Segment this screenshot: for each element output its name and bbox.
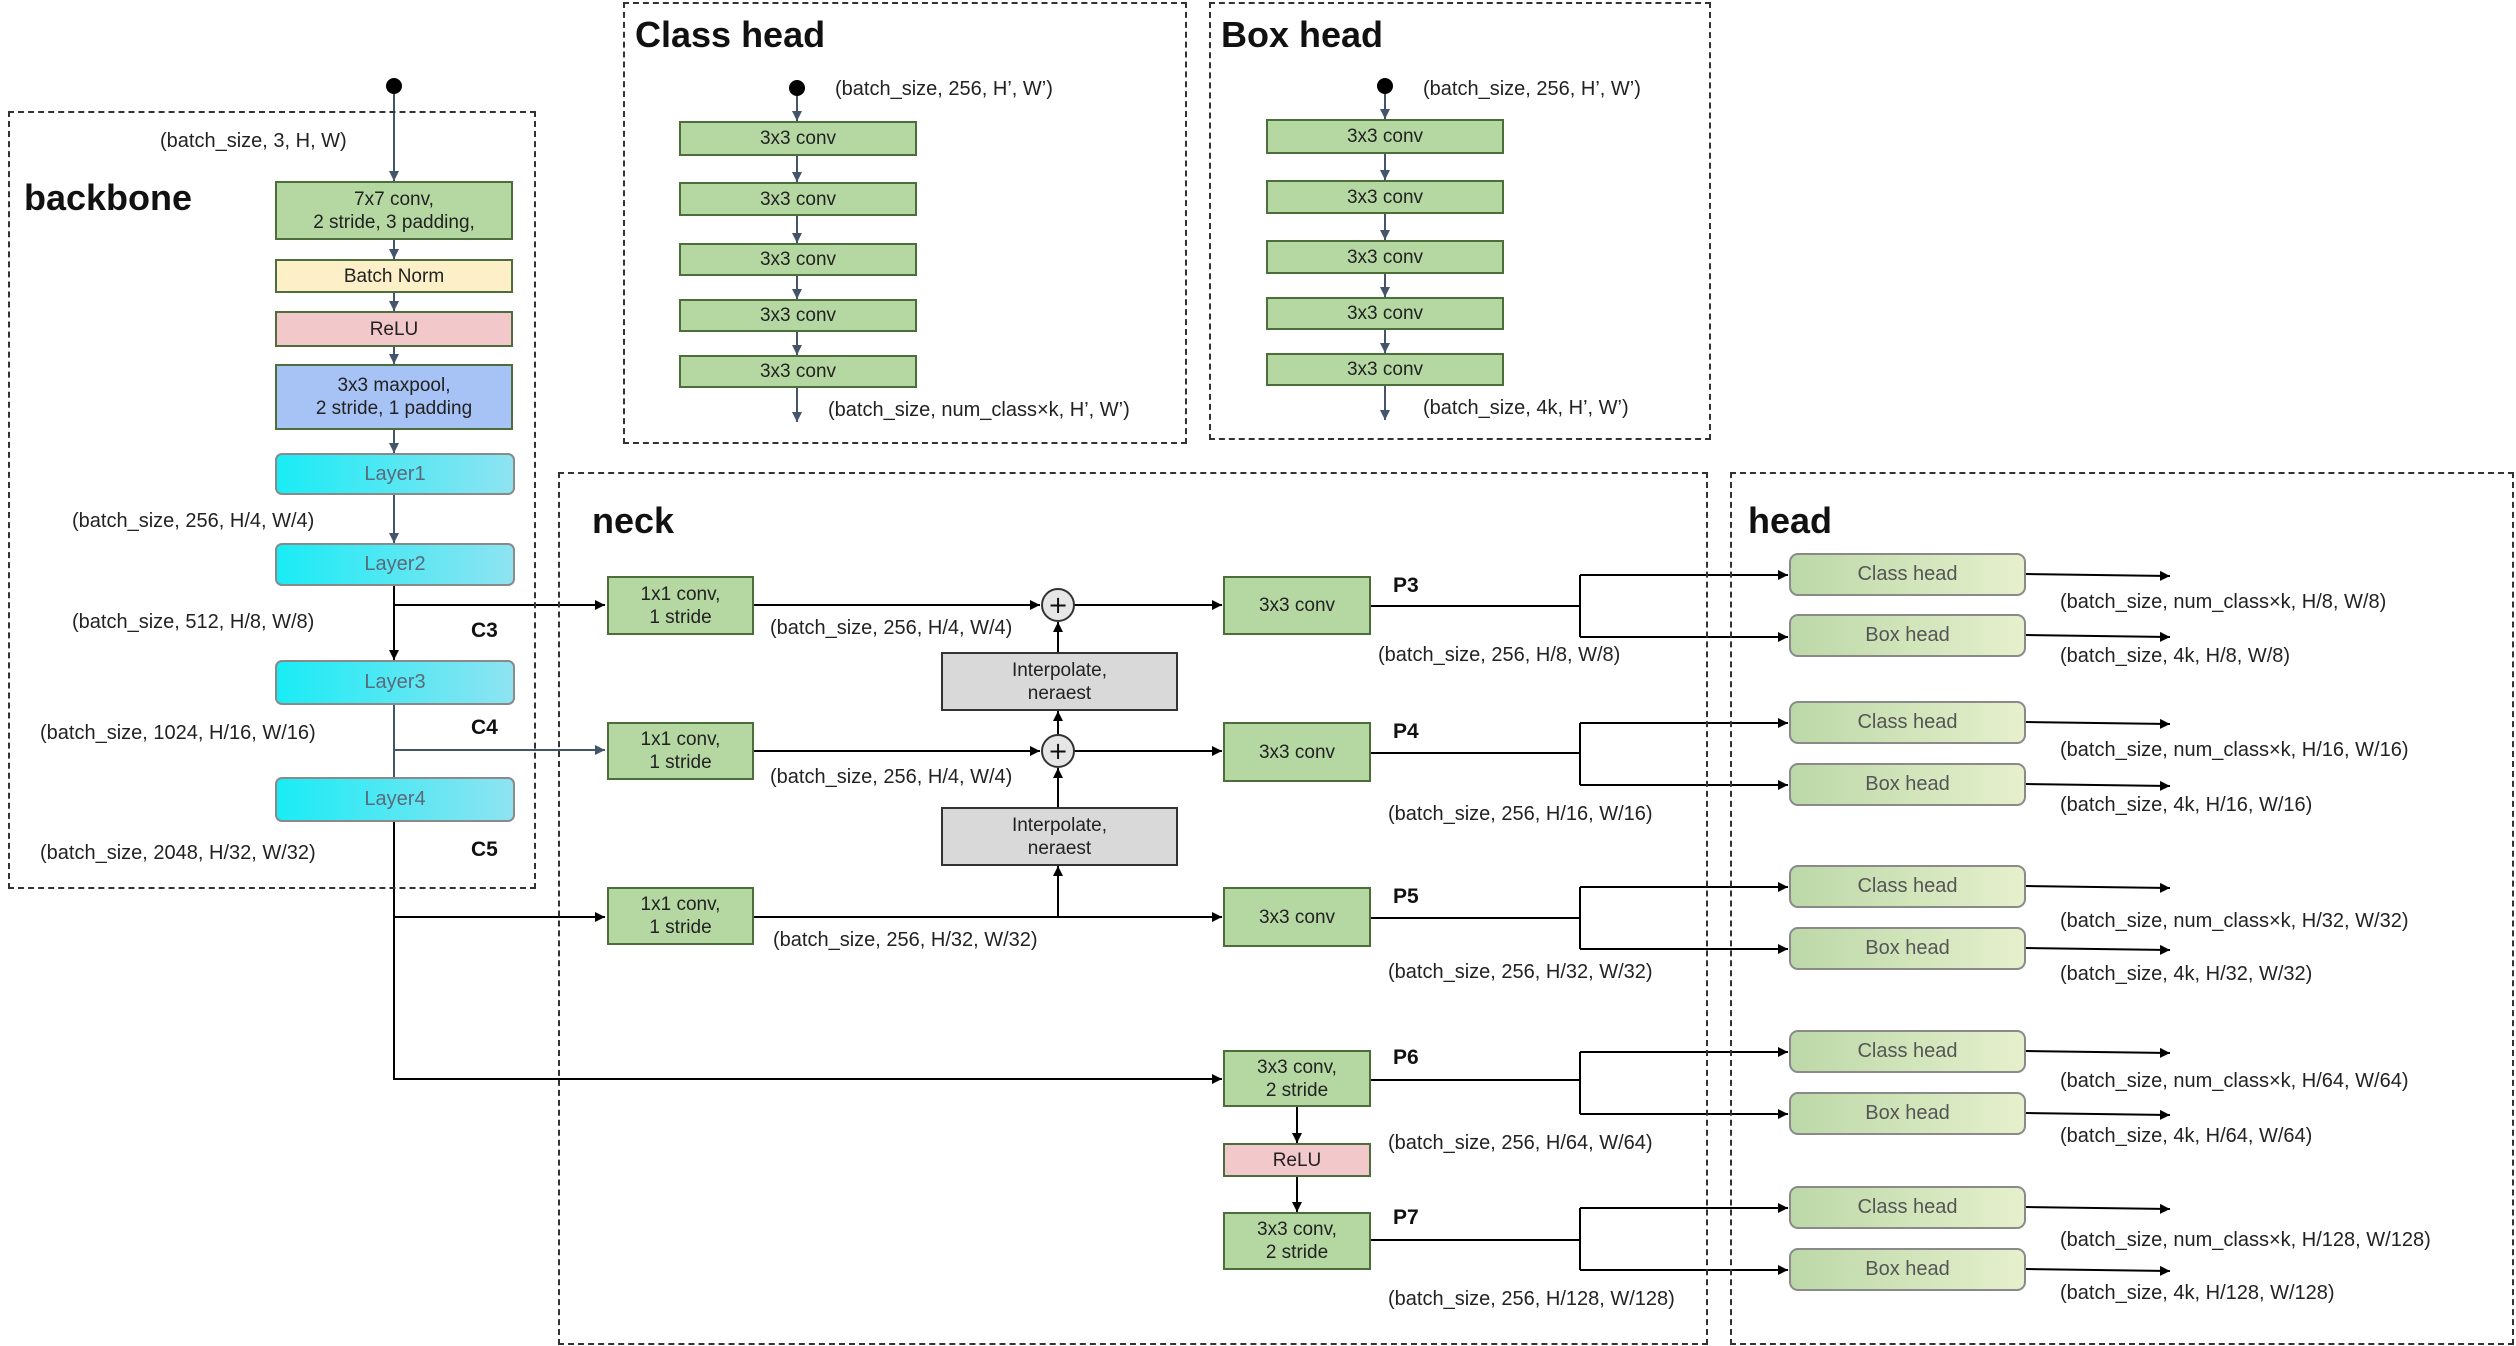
head-region: head — [1730, 472, 2514, 1345]
output-conv-p7: 3x3 conv, 2 stride — [1223, 1212, 1371, 1270]
head-p7-box-output: (batch_size, 4k, H/128, W/128) — [2060, 1282, 2335, 1304]
interpolate-to-p3: Interpolate, neraest — [941, 652, 1178, 711]
p7-label: P7 — [1393, 1206, 1419, 1229]
lateral-c5-shape: (batch_size, 256, H/32, W/32) — [773, 929, 1038, 951]
head-p4-box-head: Box head — [1789, 763, 2026, 806]
box-head-input-shape: (batch_size, 256, H’, W’) — [1423, 78, 1641, 100]
box-head-conv-1: 3x3 conv — [1266, 119, 1504, 154]
p3-shape: (batch_size, 256, H/8, W/8) — [1378, 644, 1621, 666]
box-head-input-dot-icon — [1377, 78, 1393, 94]
head-p7-box-head: Box head — [1789, 1248, 2026, 1291]
lateral-conv-c3: 1x1 conv, 1 stride — [607, 576, 754, 635]
backbone-input-shape: (batch_size, 3, H, W) — [160, 130, 347, 152]
output-conv-p6: 3x3 conv, 2 stride — [1223, 1050, 1371, 1107]
p6-shape: (batch_size, 256, H/64, W/64) — [1388, 1132, 1653, 1154]
stem-batch-norm: Batch Norm — [275, 259, 513, 293]
backbone-layer2: Layer2 — [275, 543, 515, 586]
p5-label: P5 — [1393, 885, 1419, 908]
class-head-conv-1: 3x3 conv — [679, 121, 917, 156]
p5-shape: (batch_size, 256, H/32, W/32) — [1388, 961, 1653, 983]
class-head-conv-5: 3x3 conv — [679, 355, 917, 388]
neck-region: neck — [558, 472, 1708, 1345]
backbone-layer1: Layer1 — [275, 453, 515, 495]
class-head-output-shape: (batch_size, num_class×k, H’, W’) — [828, 399, 1130, 421]
backbone-to-neck-lines — [389, 586, 1222, 1084]
head-p3-box-head: Box head — [1789, 614, 2026, 657]
neck-to-head-branches — [1371, 570, 1788, 1275]
output-conv-p3: 3x3 conv — [1223, 576, 1371, 635]
lateral-conv-c5: 1x1 conv, 1 stride — [607, 887, 754, 945]
head-p6-class-head: Class head — [1789, 1030, 2026, 1073]
p7-relu: ReLU — [1223, 1143, 1371, 1177]
backbone-title: backbone — [24, 177, 193, 218]
head-p4-box-output: (batch_size, 4k, H/16, W/16) — [2060, 794, 2313, 816]
head-p6-box-output: (batch_size, 4k, H/64, W/64) — [2060, 1125, 2313, 1147]
layer1-shape: (batch_size, 256, H/4, W/4) — [72, 510, 315, 532]
box-head-title: Box head — [1221, 14, 1384, 55]
stem-maxpool: 3x3 maxpool, 2 stride, 1 padding — [275, 364, 513, 430]
c3-label: C3 — [471, 619, 498, 642]
sum-p3-icon: + — [1041, 588, 1075, 622]
box-head-conv-2: 3x3 conv — [1266, 180, 1504, 214]
stem-relu: ReLU — [275, 311, 513, 347]
lateral-c4-shape: (batch_size, 256, H/4, W/4) — [770, 766, 1013, 788]
lateral-conv-c4: 1x1 conv, 1 stride — [607, 722, 754, 780]
backbone-layer3: Layer3 — [275, 660, 515, 705]
head-p7-class-output: (batch_size, num_class×k, H/128, W/128) — [2060, 1229, 2431, 1251]
class-head-title: Class head — [635, 14, 826, 55]
output-conv-p5: 3x3 conv — [1223, 887, 1371, 947]
p6-label: P6 — [1393, 1046, 1419, 1069]
head-output-arrows — [2025, 570, 2171, 1276]
neck-flow-lines — [754, 600, 1302, 1212]
head-p7-class-head: Class head — [1789, 1186, 2026, 1229]
head-p6-box-head: Box head — [1789, 1092, 2026, 1135]
layer4-shape: (batch_size, 2048, H/32, W/32) — [40, 842, 316, 864]
output-conv-p4: 3x3 conv — [1223, 722, 1371, 782]
box-head-region: Box head — [1209, 2, 1711, 440]
p7-shape: (batch_size, 256, H/128, W/128) — [1388, 1288, 1675, 1310]
p4-label: P4 — [1393, 720, 1419, 743]
head-p3-class-output: (batch_size, num_class×k, H/8, W/8) — [2060, 591, 2387, 613]
layer2-shape: (batch_size, 512, H/8, W/8) — [72, 611, 315, 633]
class-head-conv-4: 3x3 conv — [679, 299, 917, 332]
stem-conv-7x7: 7x7 conv, 2 stride, 3 padding, — [275, 181, 513, 240]
head-p3-class-head: Class head — [1789, 553, 2026, 596]
class-head-conv-3: 3x3 conv — [679, 243, 917, 276]
box-head-conv-4: 3x3 conv — [1266, 297, 1504, 330]
head-p6-class-output: (batch_size, num_class×k, H/64, W/64) — [2060, 1070, 2409, 1092]
backbone-layer4: Layer4 — [275, 777, 515, 822]
lateral-c3-shape: (batch_size, 256, H/4, W/4) — [770, 617, 1013, 639]
backbone-region: backbone — [8, 111, 536, 889]
c4-label: C4 — [471, 716, 498, 739]
head-p3-box-output: (batch_size, 4k, H/8, W/8) — [2060, 645, 2291, 667]
backbone-input-dot-icon — [386, 78, 402, 94]
box-head-conv-5: 3x3 conv — [1266, 353, 1504, 386]
c5-label: C5 — [471, 838, 498, 861]
head-p4-class-head: Class head — [1789, 701, 2026, 744]
class-head-conv-2: 3x3 conv — [679, 182, 917, 216]
p3-label: P3 — [1393, 574, 1419, 597]
class-head-region: Class head — [623, 2, 1187, 444]
class-head-input-shape: (batch_size, 256, H’, W’) — [835, 78, 1053, 100]
box-head-output-shape: (batch_size, 4k, H’, W’) — [1423, 397, 1629, 419]
head-title: head — [1748, 500, 1833, 541]
p4-shape: (batch_size, 256, H/16, W/16) — [1388, 803, 1653, 825]
neck-title: neck — [592, 500, 675, 541]
head-p5-box-output: (batch_size, 4k, H/32, W/32) — [2060, 963, 2313, 985]
head-p5-box-head: Box head — [1789, 927, 2026, 970]
interpolate-to-p4: Interpolate, neraest — [941, 807, 1178, 866]
head-p5-class-head: Class head — [1789, 865, 2026, 908]
sum-p4-icon: + — [1041, 734, 1075, 768]
class-head-input-dot-icon — [789, 80, 805, 96]
head-p5-class-output: (batch_size, num_class×k, H/32, W/32) — [2060, 910, 2409, 932]
head-p4-class-output: (batch_size, num_class×k, H/16, W/16) — [2060, 739, 2409, 761]
box-head-conv-3: 3x3 conv — [1266, 240, 1504, 274]
layer3-shape: (batch_size, 1024, H/16, W/16) — [40, 722, 316, 744]
